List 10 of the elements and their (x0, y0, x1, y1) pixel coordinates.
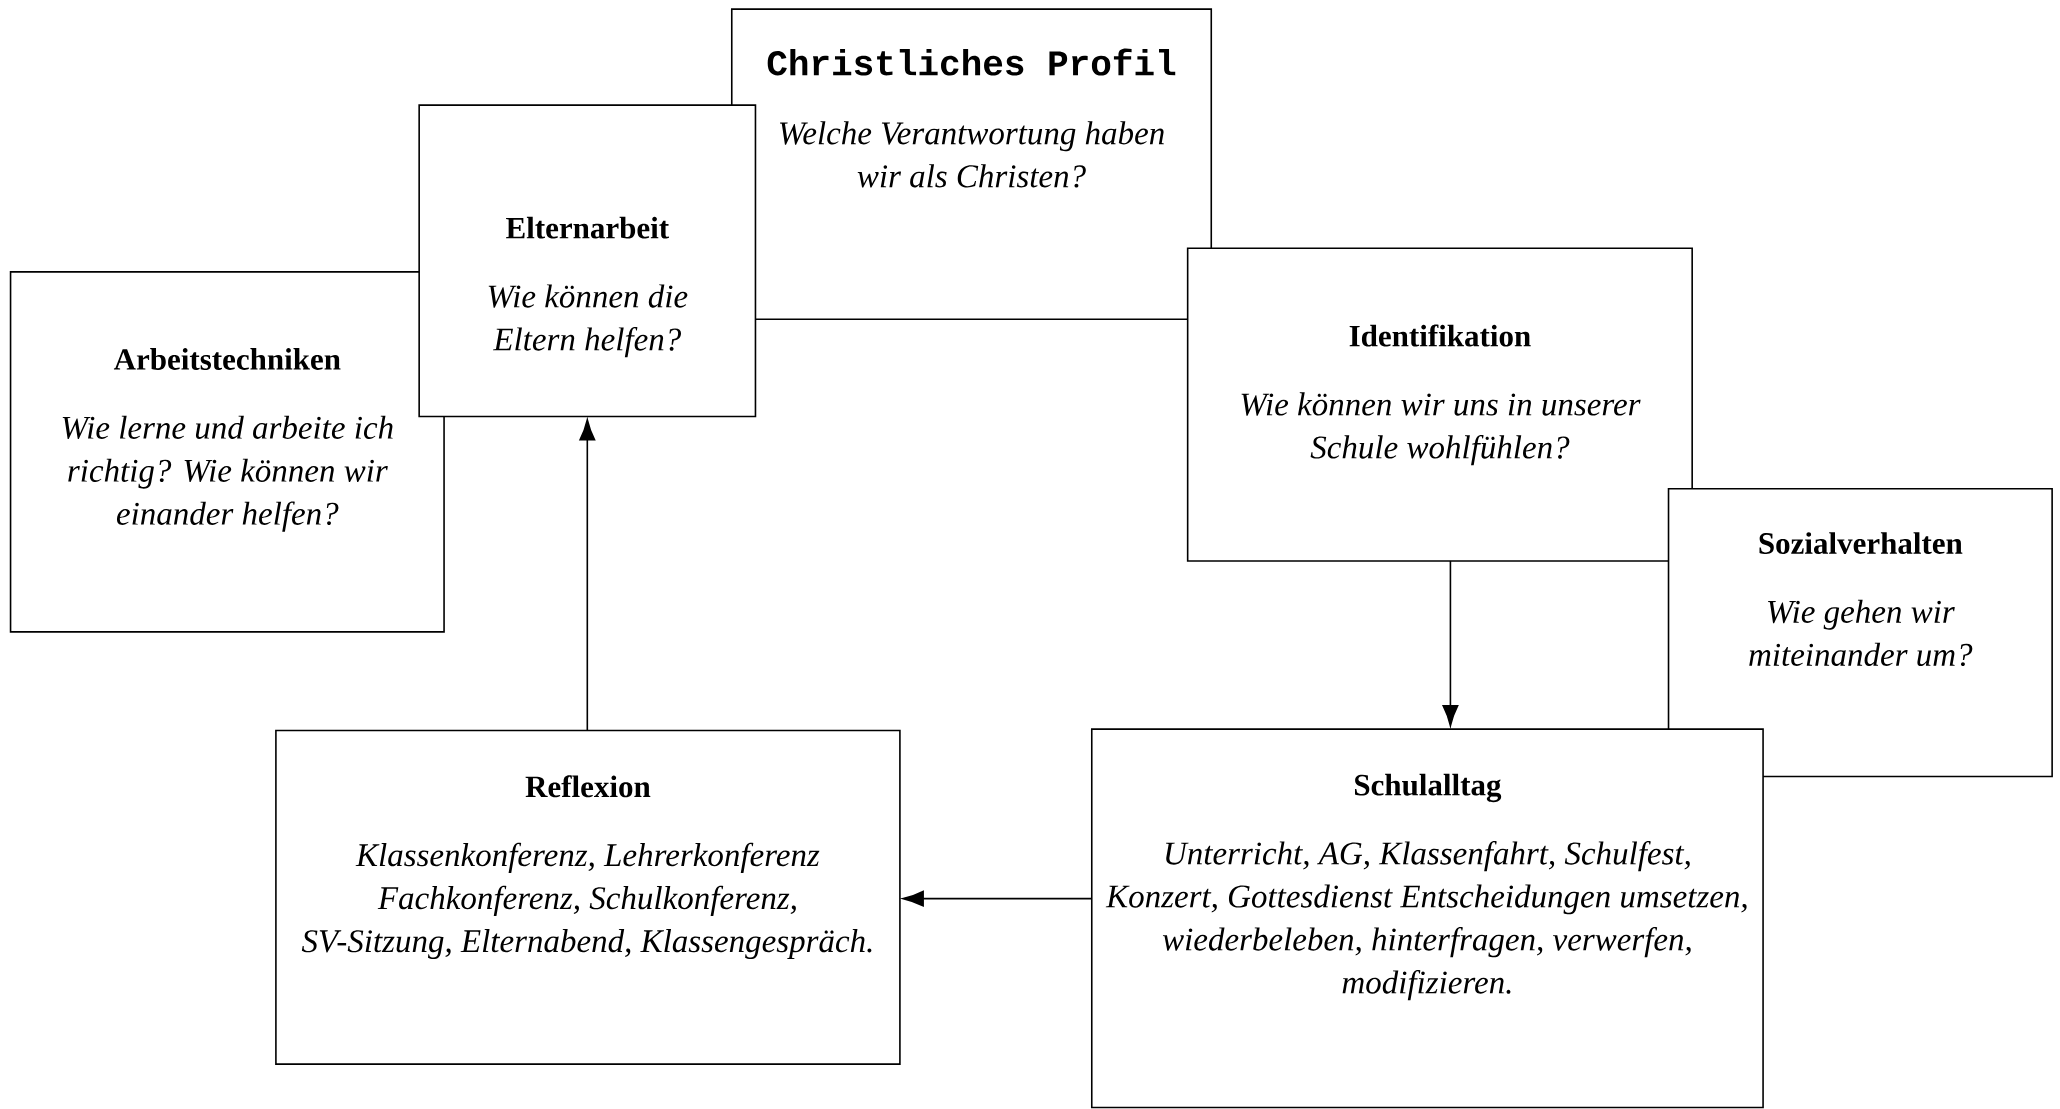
question-box: Arbeitstechniken Wie lerne und arbeite ich richtig? Wie können wir einander helfen? (9, 271, 445, 633)
question-box: Elternarbeit Wie können die Eltern helfen? (418, 104, 757, 418)
question-box: Sozialverhalten Wie gehen wir miteinander um? (1667, 487, 2053, 778)
question-box: Schulalltag Unterricht, AG, Klassenfahrt, Schulfest, Konzert, Gottesdienst Entscheidungen umsetzen, wiederbeleben, hinterfragen, verwerfen, modifizieren. (1090, 728, 1764, 1109)
arrow (1442, 560, 1459, 727)
question-box: Christliches Profil Welche Verantwortung haben wir als Christen? (730, 8, 1213, 321)
arrow (579, 419, 596, 732)
arrow (902, 890, 1093, 907)
question-box: Reflexion Klassenkonferenz, Lehrerkonferenz Fachkonferenz, Schulkonferenz, SV-Sitzung, Elternabend, Klassengespräch. (275, 729, 901, 1065)
question-box: Identifikation Wie können wir uns in unserer Schule wohlfühlen? (1186, 247, 1693, 562)
